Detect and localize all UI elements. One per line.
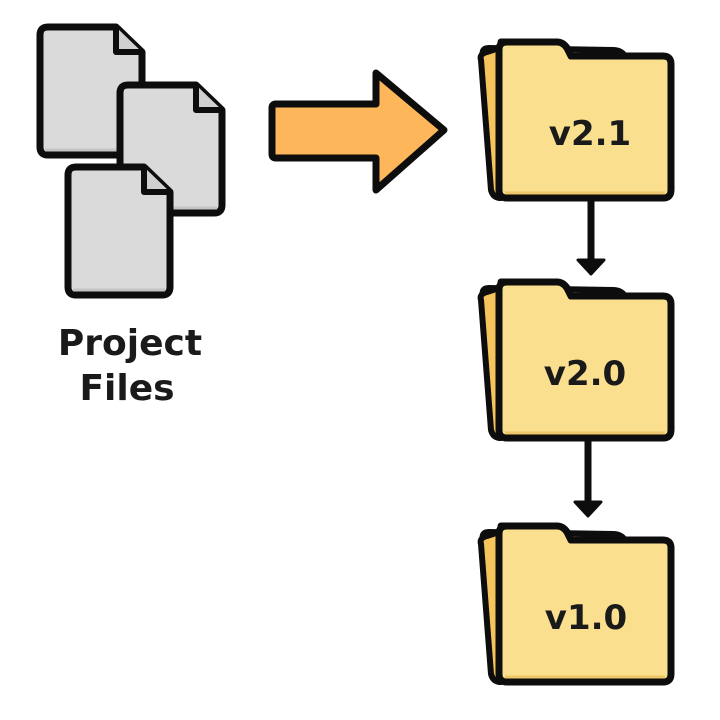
document-stack-icon: [36, 23, 226, 299]
source-label-line-2: Files: [79, 368, 174, 409]
folder-v1-0: v1.0: [481, 526, 671, 682]
folder-label: v2.0: [544, 354, 626, 394]
arrow-down-icon: [576, 196, 606, 276]
folder-label: v1.0: [545, 598, 627, 638]
source-label-line-1: Project: [58, 323, 202, 364]
folder-v2-1: v2.1: [481, 42, 671, 198]
arrow-down-icon: [573, 438, 603, 518]
document-icon: [64, 163, 174, 299]
folder-label: v2.1: [549, 114, 631, 154]
arrow-right-icon: [268, 69, 448, 194]
folder-v2-0: v2.0: [481, 282, 671, 438]
